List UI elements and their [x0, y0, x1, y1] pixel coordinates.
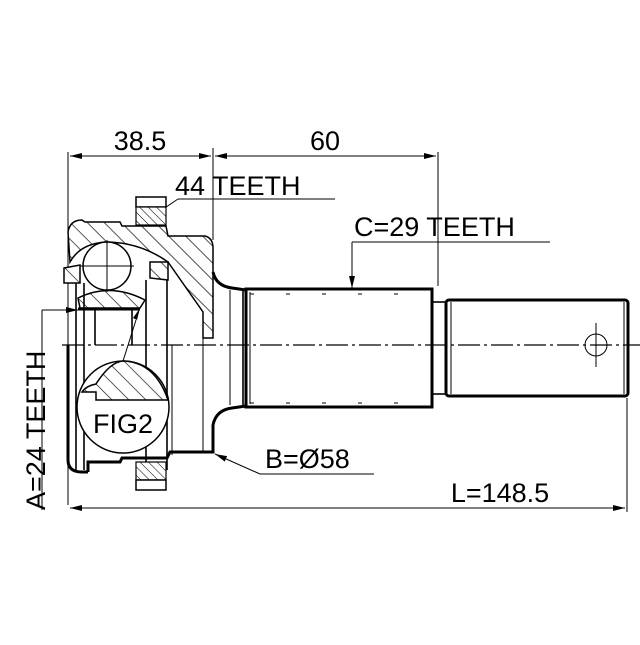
- seal-diameter-callout: B=Ø58: [214, 444, 374, 475]
- inner-spline-teeth-label: A=24 TEETH: [21, 351, 51, 510]
- shaft-neck: [229, 290, 244, 405]
- bell-length-label: 38.5: [114, 126, 167, 156]
- ball-top: [80, 240, 134, 292]
- abs-ring-teeth-label: 44 TEETH: [175, 171, 301, 201]
- inner-spline-callout: A=24 TEETH: [21, 307, 78, 510]
- fig2-detail[interactable]: FIG2: [76, 308, 170, 454]
- fig2-label: FIG2: [93, 409, 153, 439]
- outer-spline-shaft: [244, 287, 630, 409]
- bell-housing-bottom: [66, 338, 247, 491]
- inner-bore: [75, 280, 173, 470]
- dimension-overall-length: L=148.5: [70, 398, 628, 512]
- inner-race-top: [63, 261, 169, 309]
- abs-ring-callout: 44 TEETH: [149, 171, 335, 219]
- bell-housing-top: [67, 196, 247, 339]
- dimension-shaft-length: 60: [215, 126, 439, 286]
- outer-spline-teeth-label: C=29 TEETH: [354, 212, 515, 242]
- shaft-length-label: 60: [310, 126, 340, 156]
- seal-diameter-label: B=Ø58: [265, 444, 350, 474]
- overall-length-label: L=148.5: [451, 478, 549, 508]
- outer-spline-callout: C=29 TEETH: [349, 212, 550, 288]
